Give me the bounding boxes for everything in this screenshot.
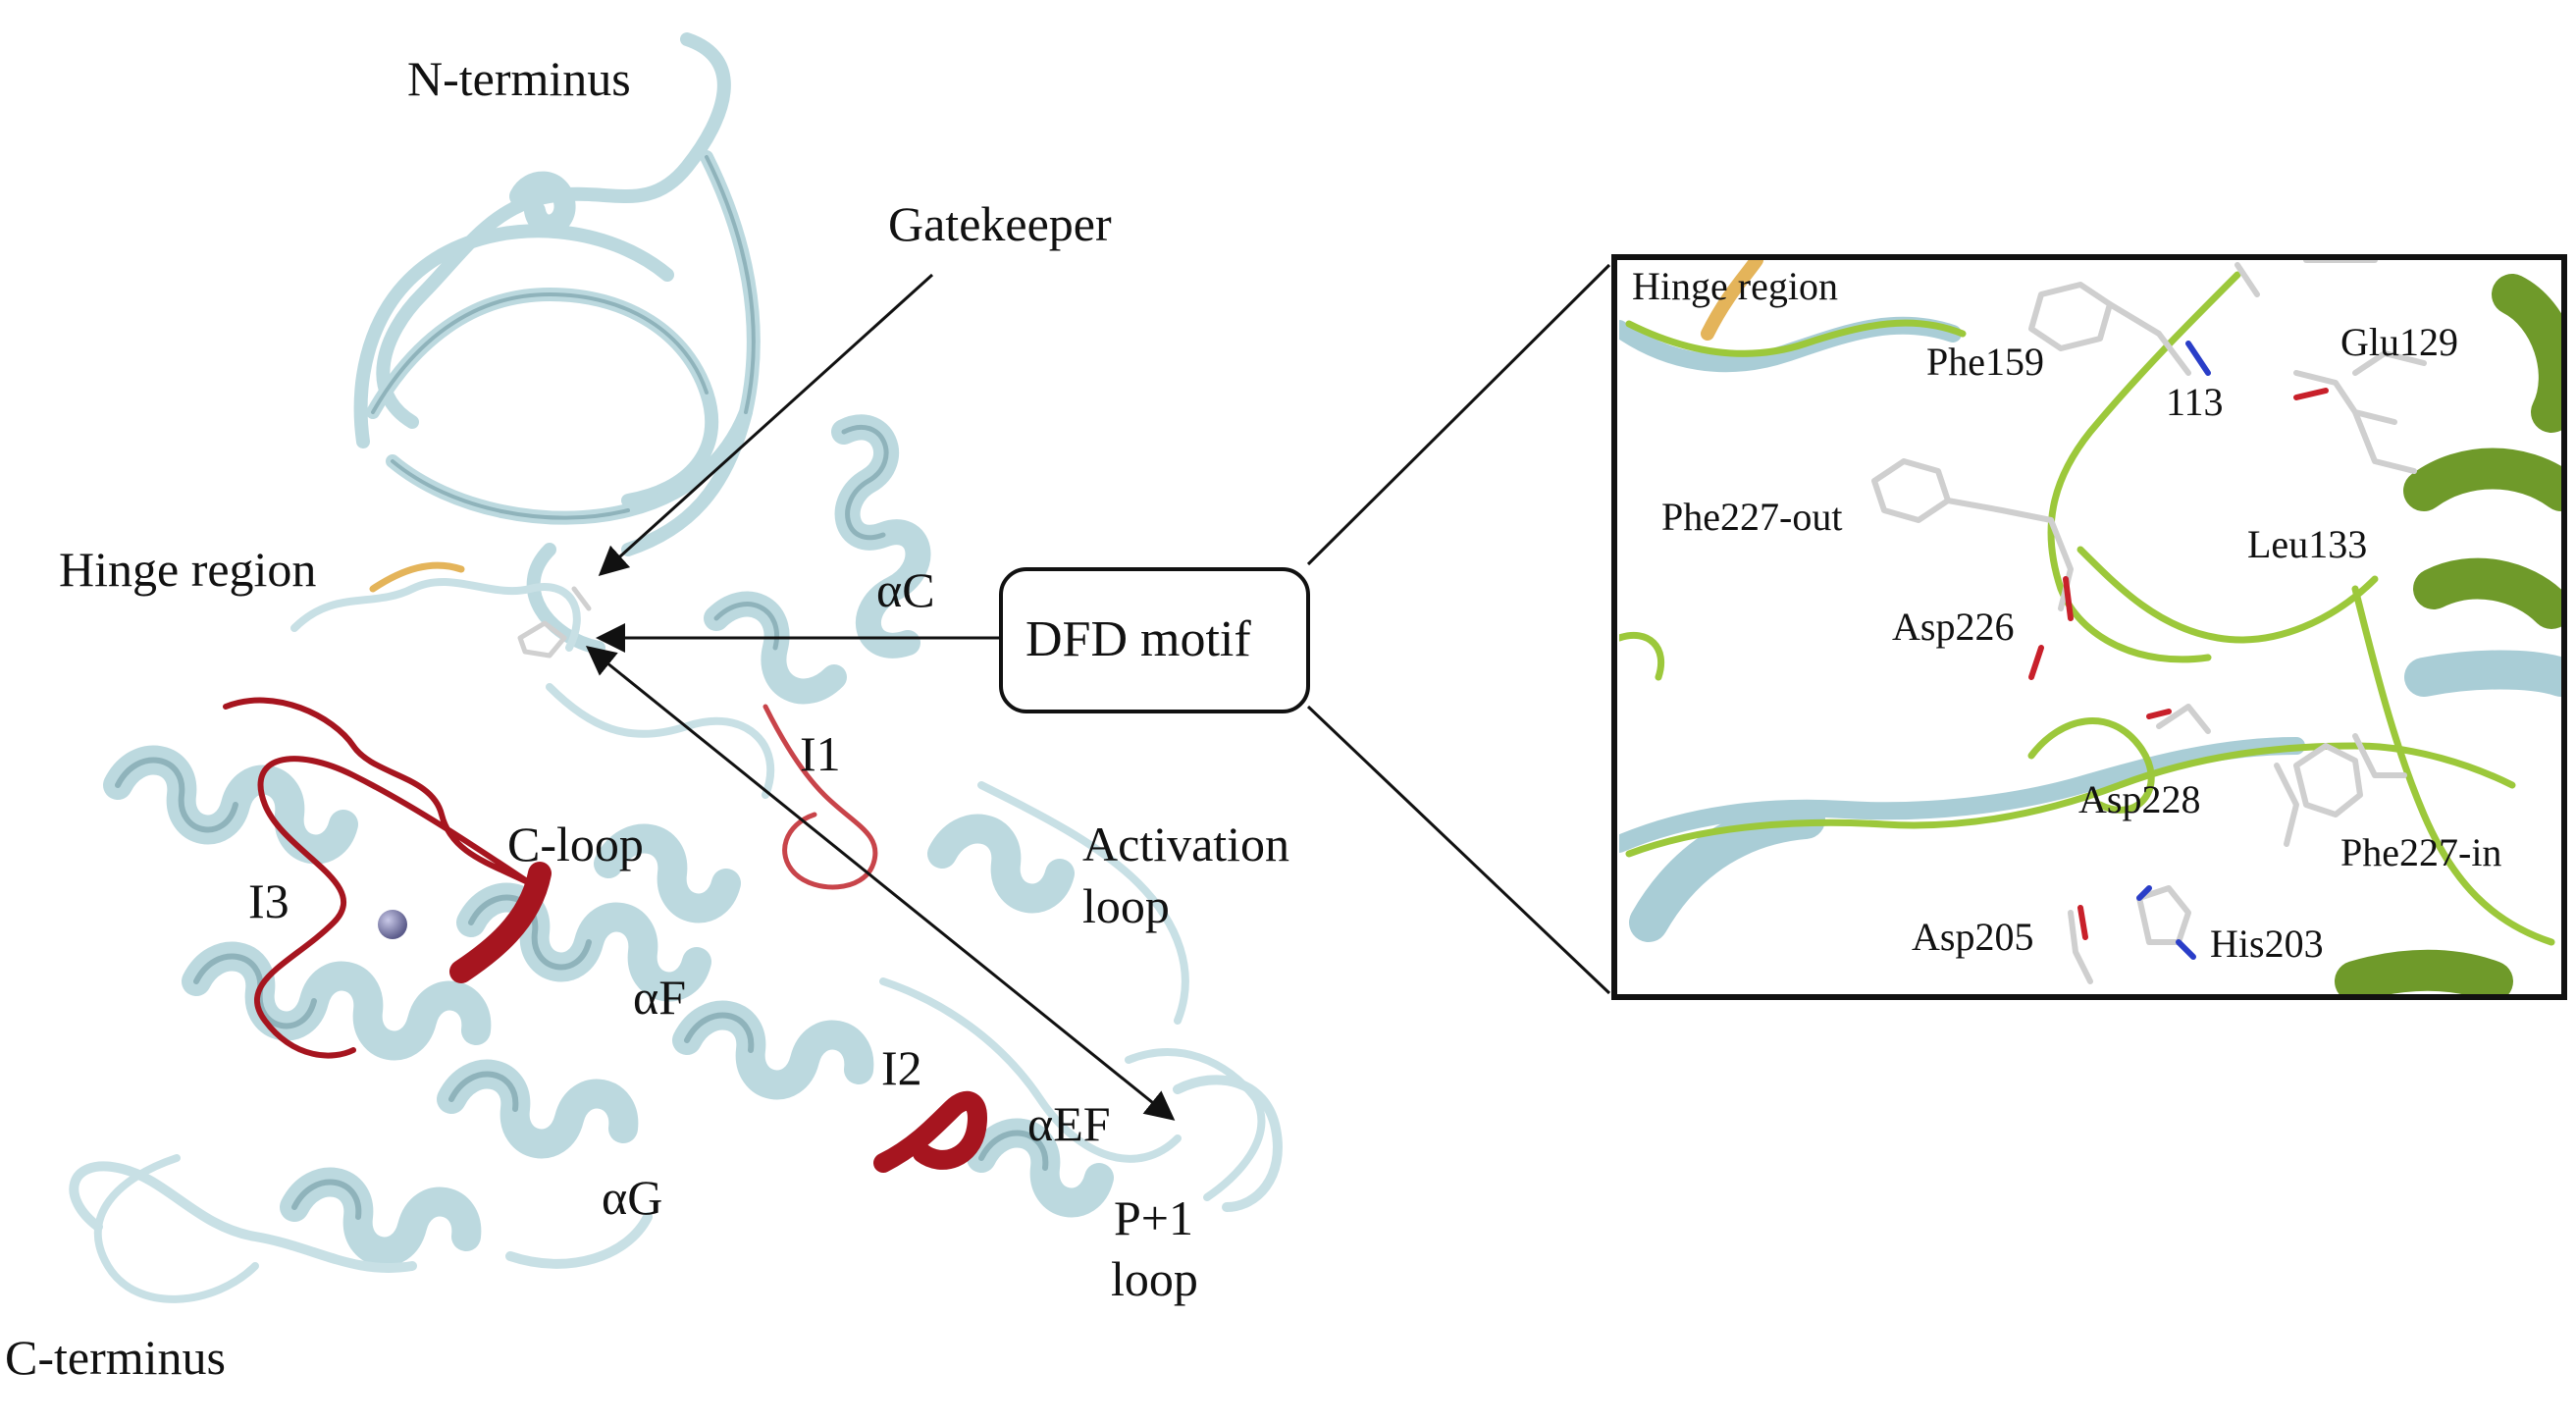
inset-panel [1611, 254, 2567, 1000]
alpha-c-label: αC [876, 562, 935, 617]
phe159-label: Phe159 [1926, 340, 2044, 384]
dfd-motif-label: DFD motif [1025, 611, 1251, 667]
gatekeeper-arrow [598, 273, 934, 577]
alpha-g-label: αG [602, 1170, 662, 1225]
annotation-arrows [585, 263, 1611, 1121]
inset-connector-bottom [1306, 705, 1611, 995]
leu133-label: Leu133 [2247, 522, 2367, 566]
p1-loop-label-line2: loop [1111, 1251, 1198, 1306]
activation-loop-label-line1: Activation [1082, 817, 1289, 871]
alpha-c-helix [704, 414, 931, 705]
hinge-region-label: Hinge region [59, 542, 316, 597]
inset-hinge-region-label: Hinge region [1632, 264, 1838, 308]
phe227-out-label: Phe227-out [1661, 495, 1842, 539]
main-labels: N-terminus Gatekeeper Hinge region αC DF… [5, 51, 1289, 1385]
activation-loop-double-arrow [585, 646, 1176, 1121]
res113-label: 113 [2166, 380, 2224, 424]
activation-loop-label-line2: loop [1082, 878, 1170, 933]
inset-connector-top [1306, 263, 1611, 566]
i3-label: I3 [248, 873, 289, 928]
alpha-ef-label: αEF [1027, 1096, 1111, 1151]
asp228-label: Asp228 [2078, 777, 2200, 821]
c-loop-label: C-loop [507, 817, 644, 871]
i1-label: I1 [800, 726, 841, 781]
n-terminus-label: N-terminus [407, 51, 631, 106]
metal-ion-sphere [378, 910, 407, 939]
asp205-label: Asp205 [1912, 915, 2033, 959]
i2-label: I2 [881, 1040, 922, 1095]
gatekeeper-label: Gatekeeper [888, 196, 1112, 251]
inset-labels: Hinge region Phe159 113 Glu129 Phe227-ou… [1632, 264, 2501, 966]
glu129-label: Glu129 [2340, 320, 2458, 364]
p1-loop-label-line1: P+1 [1114, 1190, 1193, 1245]
dfd-motif-box [999, 567, 1310, 713]
asp226-label: Asp226 [1892, 605, 2014, 649]
hinge-segment [369, 561, 465, 593]
c-terminus-label: C-terminus [5, 1330, 226, 1385]
alpha-f-label: αF [633, 970, 686, 1025]
phe227-in-label: Phe227-in [2340, 830, 2501, 874]
his203-label: His203 [2210, 922, 2324, 966]
